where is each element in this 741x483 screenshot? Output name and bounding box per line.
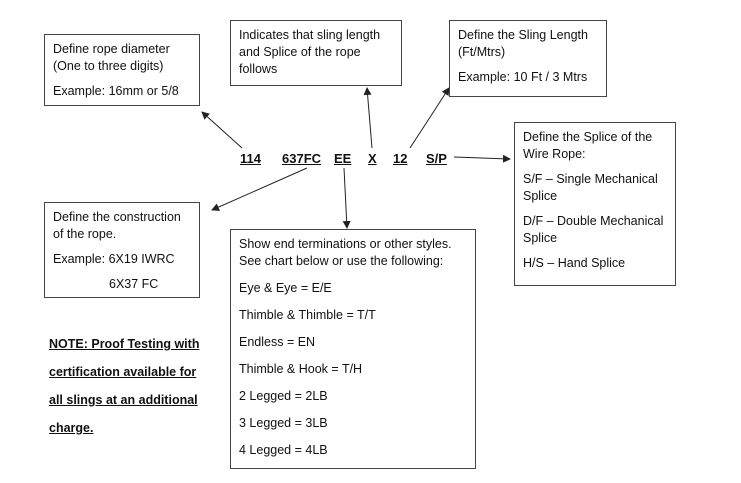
splice-line-2: Wire Rope: [523,147,586,161]
splice-line-1: Define the Splice of the [523,130,653,144]
terminations-line-1: Show end terminations or other styles. [239,237,452,251]
construction-example-2: 6X37 FC [109,277,159,291]
terminations-line-2: See chart below or use the following: [239,254,444,268]
length-indicator-line-1: Indicates that sling length [239,28,381,42]
terminations-item: Thimble & Thimble = T/T [239,308,376,322]
splice-option-double: D/F – Double Mechanical [523,214,664,228]
terminations-item: Thimble & Hook = T/H [239,362,363,376]
terminations-item: 4 Legged = 4LB [239,443,328,457]
note-line-2: certification available for [49,365,197,379]
splice-box: Define the Splice of the Wire Rope: S/F … [514,122,676,286]
length-indicator-line-2: and Splice of the rope [239,45,361,59]
note-line-3: all slings at an additional [49,393,198,407]
construction-box: Define the construction of the rope. Exa… [44,202,200,298]
splice-option-single-cont: Splice [523,189,558,203]
code-terminations: EE [334,151,352,166]
length-indicator-line-3: follows [239,62,278,76]
arrow-to-diameter [201,111,243,149]
splice-option-single: S/F – Single Mechanical [523,172,658,186]
diameter-box: Define rope diameter (One to three digit… [44,34,200,106]
terminations-box: Show end terminations or other styles. S… [230,229,476,469]
note-line-4: charge. [49,421,94,435]
length-indicator-box: Indicates that sling length and Splice o… [230,20,402,86]
construction-line-1: Define the construction [53,210,181,224]
sling-length-line-1: Define the Sling Length [458,28,588,42]
arrow-to-terminations [342,167,351,229]
arrow-to-construction [211,167,308,211]
diameter-line-2: (One to three digits) [53,59,164,73]
terminations-item: Eye & Eye = E/E [239,281,332,295]
splice-option-double-cont: Splice [523,231,558,245]
proof-testing-note: NOTE: Proof Testing with certification a… [49,330,219,442]
terminations-item: 2 Legged = 2LB [239,389,328,403]
arrow-to-sling-length [409,87,450,149]
splice-option-hand: H/S – Hand Splice [523,256,626,270]
sling-length-example: Example: 10 Ft / 3 Mtrs [458,70,588,84]
code-length: 12 [393,151,408,166]
construction-line-2: of the rope. [53,227,117,241]
sling-length-line-2: (Ft/Mtrs) [458,45,506,59]
sling-length-box: Define the Sling Length (Ft/Mtrs) Exampl… [449,20,607,97]
code-construction: 637FC [282,151,322,166]
diameter-example: Example: 16mm or 5/8 [53,84,179,98]
arrow-to-splice [453,154,511,163]
terminations-item: 3 Legged = 3LB [239,416,328,430]
terminations-item: Endless = EN [239,335,316,349]
construction-example: Example: 6X19 IWRC [53,252,175,266]
diameter-line-1: Define rope diameter [53,42,170,56]
code-splice: S/P [426,151,447,166]
arrow-to-length-indicator [363,87,373,149]
code-separator: X [368,151,377,166]
note-line-1: NOTE: Proof Testing with [49,337,200,351]
code-diameter: 114 [240,151,261,166]
